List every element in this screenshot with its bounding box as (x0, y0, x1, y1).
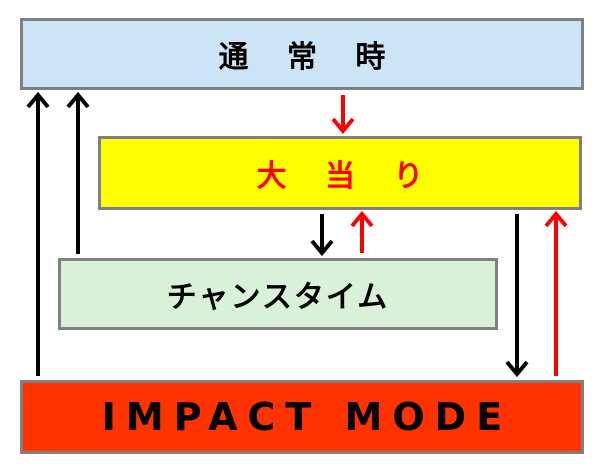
state-chance-time-box: チャンスタイム (58, 258, 498, 330)
state-jackpot-box: 大 当 り (98, 136, 582, 210)
state-normal-label: 通 常 時 (218, 40, 400, 75)
arrow-head (544, 210, 568, 228)
state-chance-time-label: チャンスタイム (166, 280, 390, 315)
arrow-jackpot-to-impact (505, 214, 529, 378)
arrow-head (331, 117, 355, 135)
state-jackpot-label: 大 当 り (256, 159, 438, 194)
arrow-head (505, 360, 529, 378)
arrow-head (26, 91, 50, 109)
arrow-jackpot-to-chance (310, 214, 334, 257)
state-impact-mode-box: IMPACT MODE (20, 380, 584, 454)
arrow-impact-to-normal (26, 91, 50, 376)
state-normal-box: 通 常 時 (20, 18, 584, 90)
arrow-chance-to-jackpot (350, 210, 374, 253)
arrow-head (66, 91, 90, 109)
arrow-normal-to-jackpot (331, 95, 355, 135)
arrow-head (350, 210, 374, 228)
arrow-chance-to-normal (66, 91, 90, 254)
state-impact-mode-label: IMPACT MODE (101, 395, 513, 439)
arrow-head (310, 239, 334, 257)
arrow-impact-to-jackpot (544, 210, 568, 376)
